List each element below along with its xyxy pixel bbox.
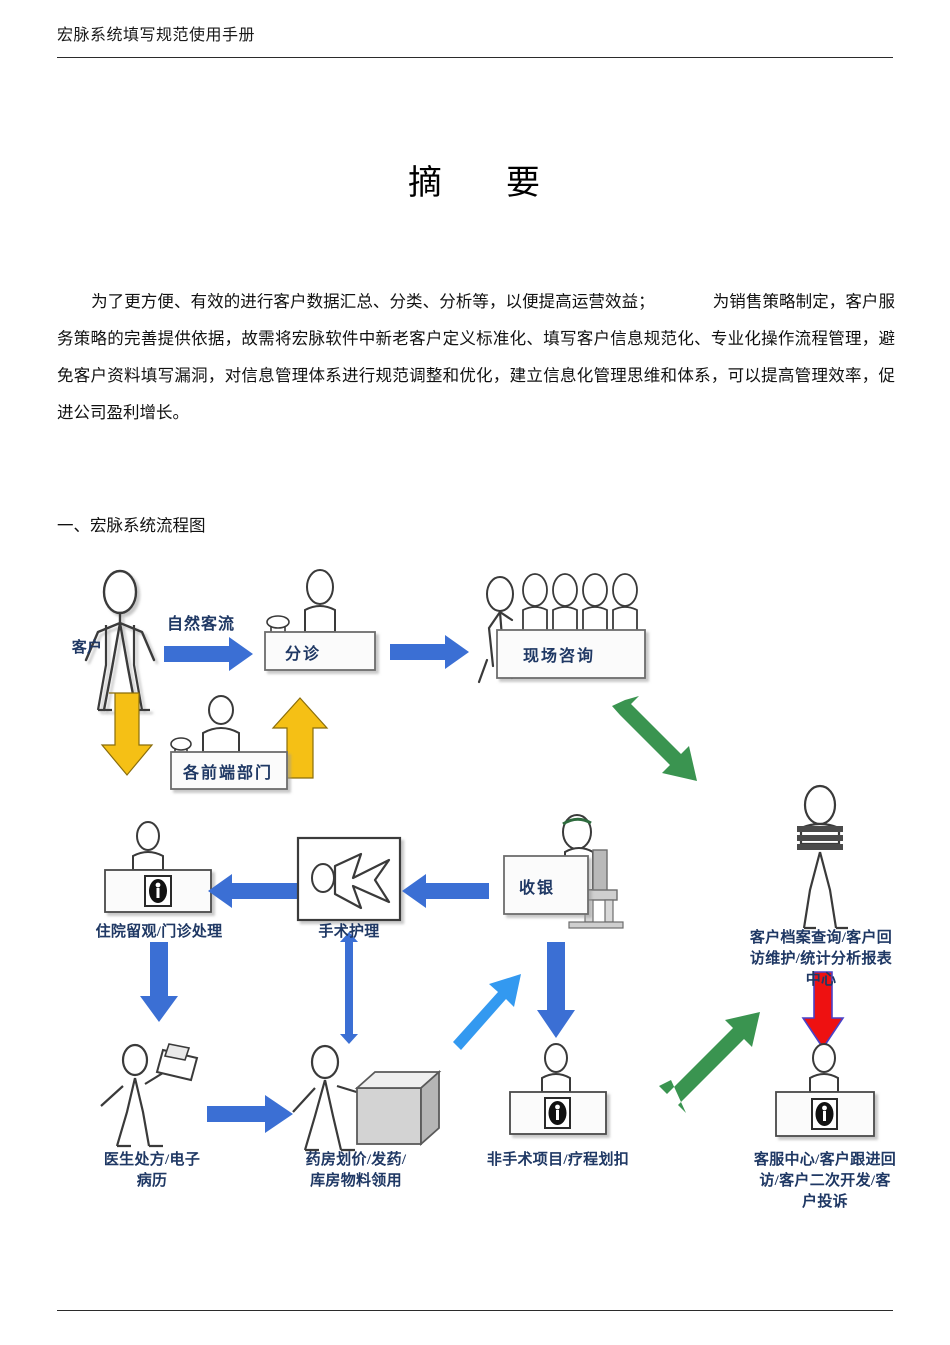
node-label-service-center: 客服中心/客户跟进回 访/客户二次开发/客 户投诉 bbox=[725, 1150, 925, 1213]
arrow-doctor-to-pharmacy bbox=[207, 1095, 293, 1133]
abstract-paragraph: 为了更方便、有效的进行客户数据汇总、分类、分析等，以便提高运营效益；为销售策略制… bbox=[57, 283, 895, 431]
arrow-front-depts-up-yellow bbox=[271, 697, 329, 779]
arrow-archive-down-red bbox=[801, 971, 845, 1050]
section-heading: 一、宏脉系统流程图 bbox=[57, 516, 206, 535]
footer-divider bbox=[57, 1310, 893, 1311]
header-divider bbox=[57, 57, 893, 58]
doctor-rx-line-1: 医生处方/电子 bbox=[103, 1152, 201, 1168]
front-depts-desk-icon bbox=[170, 695, 288, 790]
abstract-sentence-1: 为了更方便、有效的进行客户数据汇总、分类、分析等，以便提高运营效益； bbox=[91, 292, 655, 311]
flowchart-graphics bbox=[84, 569, 875, 1152]
arrow-natural-flow bbox=[164, 637, 253, 671]
pharmacy-icon bbox=[292, 1044, 442, 1152]
service-center-line-1: 客服中心/客户跟进回 bbox=[753, 1152, 897, 1168]
node-label-cashier: 收银 bbox=[519, 880, 556, 897]
title-char-left: 摘 bbox=[408, 165, 444, 202]
arrow-customer-down-yellow bbox=[100, 692, 154, 776]
service-center-line-3: 户投诉 bbox=[802, 1194, 848, 1210]
archive-staff-figure-icon bbox=[797, 784, 848, 930]
node-label-surgery-care: 手术护理 bbox=[318, 924, 380, 940]
running-header: 宏脉系统填写规范使用手册 bbox=[57, 27, 256, 44]
arrow-nonsurgical-service-green bbox=[659, 1012, 760, 1113]
flowchart: 客户 自然客流 分诊 现场咨询 各前端部门 客户档案查询/客户回 访维护/统计分… bbox=[57, 560, 937, 1280]
doctor-prescription-icon bbox=[100, 1043, 199, 1148]
onsite-consult-icon bbox=[477, 573, 646, 684]
cashier-icon bbox=[503, 814, 624, 929]
arrow-consult-archive-green bbox=[612, 696, 697, 781]
arrow-cashier-to-surgery bbox=[402, 874, 489, 908]
abstract-sentence-2: 为销售策略制定，客户服务策略的完善提供依据，故需将宏脉软件中新老客户定义标准化、… bbox=[57, 292, 896, 422]
archive-line-3: 中心 bbox=[805, 972, 837, 988]
arrow-cashier-down bbox=[537, 942, 575, 1038]
node-label-customer: 客户 bbox=[71, 640, 103, 656]
arrow-nonsurgical-up-light bbox=[453, 974, 521, 1050]
doctor-rx-line-2: 病历 bbox=[136, 1173, 168, 1189]
node-label-onsite-consult: 现场咨询 bbox=[523, 648, 596, 665]
triage-desk-icon bbox=[264, 569, 376, 671]
node-label-doctor-rx: 医生处方/电子 病历 bbox=[77, 1150, 227, 1192]
archive-line-2: 访维护/统计分析报表 bbox=[749, 951, 893, 967]
surgery-care-icon bbox=[296, 836, 402, 922]
inpatient-desk-icon bbox=[104, 821, 212, 913]
title-char-right: 要 bbox=[506, 165, 542, 202]
arrow-surgery-pharmacy-双向 bbox=[340, 932, 358, 1044]
non-surgical-desk-icon bbox=[509, 1043, 607, 1135]
node-label-triage: 分诊 bbox=[285, 646, 322, 663]
arrow-label-natural-flow: 自然客流 bbox=[167, 616, 236, 633]
pharmacy-line-2: 库房物料领用 bbox=[310, 1173, 402, 1189]
arrow-inpatient-down bbox=[140, 942, 178, 1022]
node-label-pharmacy: 药房划价/发药/ 库房物料领用 bbox=[275, 1150, 437, 1192]
node-label-archive-center: 客户档案查询/客户回 访维护/统计分析报表 中心 bbox=[722, 928, 920, 991]
customer-figure-icon bbox=[84, 569, 156, 712]
node-label-inpatient: 住院留观/门诊处理 bbox=[95, 924, 223, 940]
pharmacy-line-1: 药房划价/发药/ bbox=[305, 1152, 407, 1168]
node-label-non-surgical: 非手术项目/疗程划扣 bbox=[486, 1152, 630, 1168]
service-center-desk-icon bbox=[775, 1043, 875, 1137]
service-center-line-2: 访/客户二次开发/客 bbox=[759, 1173, 891, 1189]
arrow-triage-to-consult bbox=[390, 635, 469, 669]
page-title: 摘要 bbox=[0, 155, 950, 204]
archive-line-1: 客户档案查询/客户回 bbox=[749, 930, 893, 946]
arrow-surgery-to-inpatient bbox=[208, 874, 297, 908]
node-label-front-depts: 各前端部门 bbox=[183, 765, 274, 782]
